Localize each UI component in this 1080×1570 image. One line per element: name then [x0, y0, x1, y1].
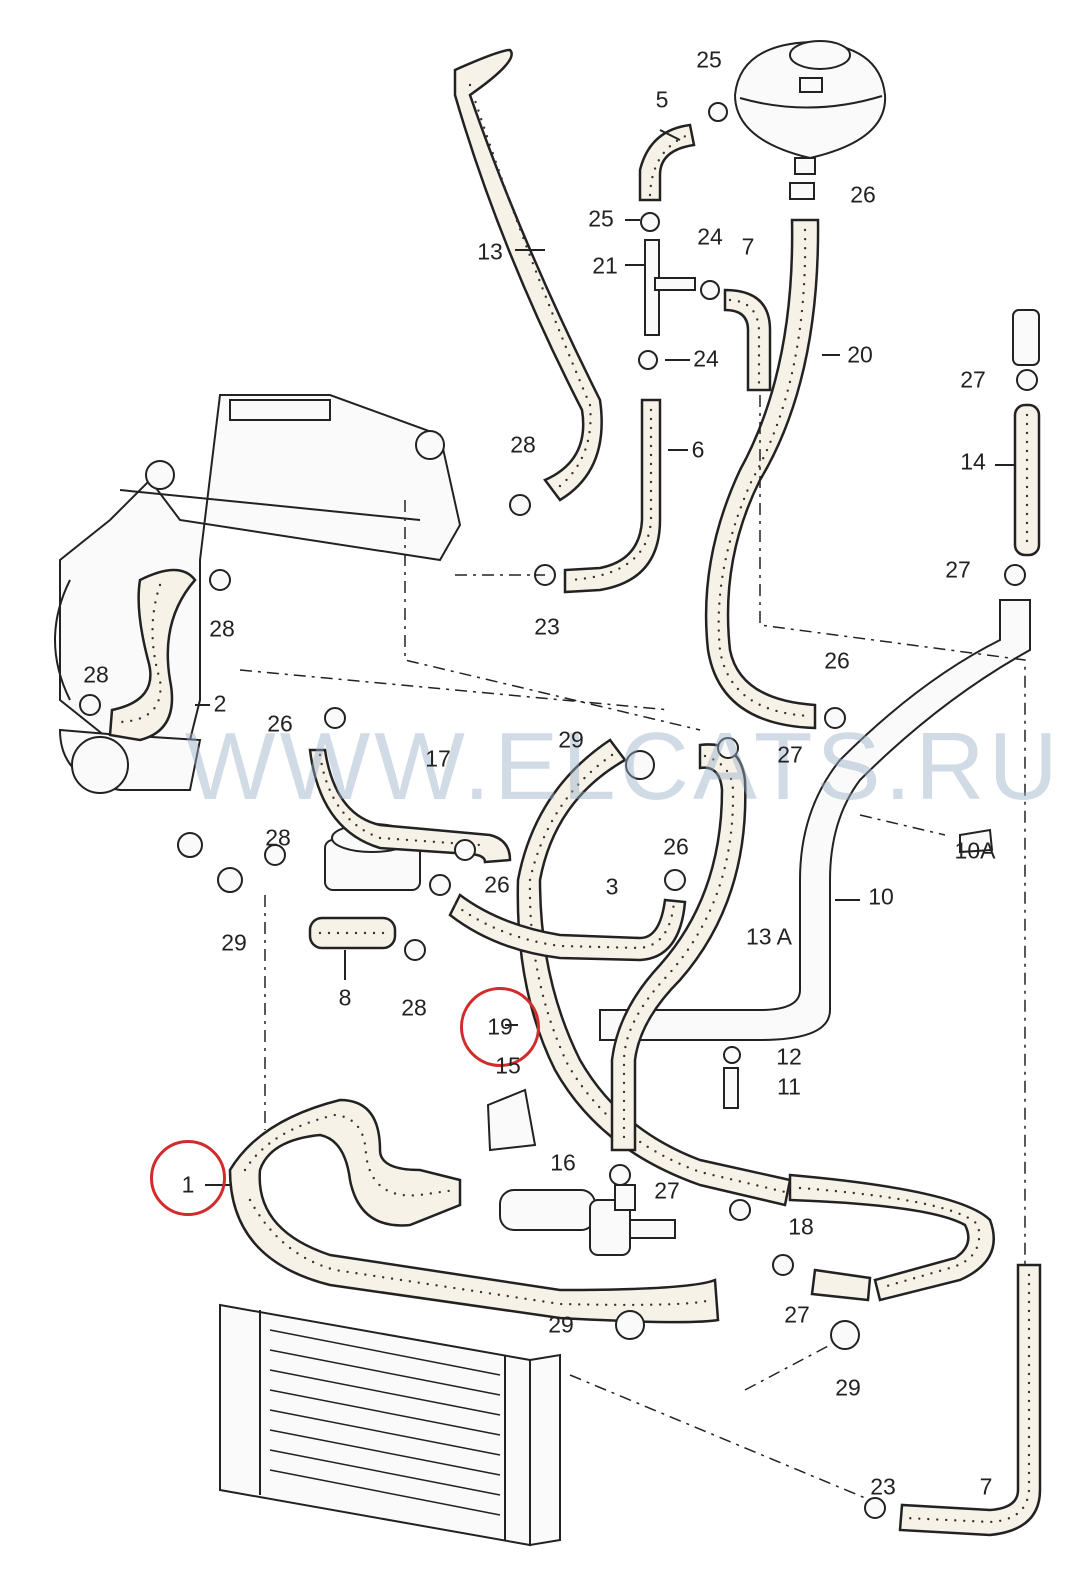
label-26-tank[interactable]: 26 [850, 181, 876, 208]
highlight-circle-19 [460, 987, 540, 1067]
label-19[interactable]: 19 [487, 1013, 513, 1040]
label-27-lower[interactable]: 27 [784, 1301, 810, 1328]
label-23-lower[interactable]: 23 [870, 1473, 896, 1500]
label-14[interactable]: 14 [960, 448, 986, 475]
hose-20 [704, 218, 820, 730]
label-29-left[interactable]: 29 [221, 929, 247, 956]
label-26-left[interactable]: 26 [267, 710, 293, 737]
hose-7-upper [723, 288, 772, 392]
label-24-upper[interactable]: 24 [697, 223, 723, 250]
label-13[interactable]: 13 [477, 238, 503, 265]
oil-cooler-17 [308, 748, 512, 891]
label-26-cooler[interactable]: 26 [484, 871, 510, 898]
label-2[interactable]: 2 [213, 690, 227, 717]
label-5[interactable]: 5 [655, 86, 669, 113]
label-7-upper[interactable]: 7 [741, 233, 755, 260]
label-29-right[interactable]: 29 [835, 1374, 861, 1401]
hose-6 [563, 398, 662, 594]
label-26-right[interactable]: 26 [824, 647, 850, 674]
hose-13a [610, 743, 747, 1152]
hose-18-assembly [788, 1173, 995, 1302]
label-27-mid[interactable]: 27 [777, 741, 803, 768]
highlight-circle-1 [150, 1140, 226, 1216]
label-25-upper[interactable]: 25 [696, 46, 722, 73]
label-28-lower[interactable]: 28 [401, 994, 427, 1021]
pipe-10 [599, 599, 1031, 1041]
label-28-top[interactable]: 28 [510, 431, 536, 458]
label-26-mid[interactable]: 26 [663, 833, 689, 860]
label-16[interactable]: 16 [550, 1149, 576, 1176]
label-23-upper[interactable]: 23 [534, 613, 560, 640]
label-7-lower[interactable]: 7 [979, 1473, 993, 1500]
hose-3 [448, 893, 687, 962]
hose-14 [1012, 309, 1041, 557]
radiator [219, 1303, 561, 1547]
label-10a[interactable]: 10A [954, 837, 996, 864]
label-8[interactable]: 8 [338, 984, 352, 1011]
label-1[interactable]: 1 [181, 1171, 195, 1198]
leader-lines [195, 129, 1026, 1501]
hose-2 [108, 568, 197, 742]
label-18[interactable]: 18 [788, 1213, 814, 1240]
hose-5 [638, 123, 696, 202]
hose-8 [308, 916, 397, 950]
label-28-engine[interactable]: 28 [209, 615, 235, 642]
label-28-mid[interactable]: 28 [265, 824, 291, 851]
label-6[interactable]: 6 [691, 436, 705, 463]
label-10[interactable]: 10 [868, 883, 894, 910]
label-27-pump[interactable]: 27 [654, 1177, 680, 1204]
label-3[interactable]: 3 [605, 873, 619, 900]
label-12[interactable]: 12 [776, 1043, 802, 1070]
hose-7-lower [898, 1263, 1042, 1537]
label-28-left[interactable]: 28 [83, 661, 109, 688]
label-11[interactable]: 11 [777, 1073, 801, 1100]
label-15[interactable]: 15 [495, 1052, 521, 1079]
label-20[interactable]: 20 [847, 341, 873, 368]
label-25-mid[interactable]: 25 [588, 205, 614, 232]
label-21[interactable]: 21 [592, 252, 618, 279]
clamps [79, 102, 1038, 1519]
expansion-tank [733, 40, 887, 200]
label-27-top[interactable]: 27 [960, 366, 986, 393]
label-24-lower[interactable]: 24 [693, 345, 719, 372]
label-29-mid[interactable]: 29 [558, 726, 584, 753]
watermark: WWW.ELCATS.RU [185, 713, 1062, 820]
label-27-right[interactable]: 27 [945, 556, 971, 583]
pump-16 [499, 1184, 676, 1256]
t-piece-21 [644, 239, 696, 336]
hose-13 [453, 48, 603, 502]
label-29-radiator[interactable]: 29 [548, 1311, 574, 1338]
label-17[interactable]: 17 [425, 745, 451, 772]
label-13a[interactable]: 13 A [745, 923, 793, 950]
